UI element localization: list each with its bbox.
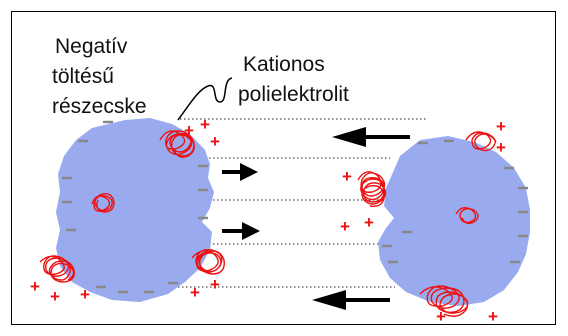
plus-charge: + [50, 287, 60, 306]
particle-label-line2: töltésű [52, 65, 114, 88]
arrow-right-lower [222, 222, 260, 240]
polymer-coil-right-left [357, 171, 387, 208]
plus-charges: + + + + + + + + + + + + + + + [30, 115, 506, 326]
plus-charge: + [496, 117, 506, 136]
plus-charge: + [30, 277, 40, 296]
polymer-label-line1: Kationos [243, 53, 325, 76]
arrow-left-lower [312, 290, 390, 310]
polymer-coil-right-top [465, 131, 497, 152]
arrows [222, 127, 410, 310]
plus-charge: + [342, 167, 352, 186]
arrow-left-upper [332, 127, 410, 147]
pointer-squiggle [177, 77, 233, 121]
plus-charge: + [364, 213, 374, 232]
polymer-label-line2: polielektrolit [238, 83, 349, 106]
particle-label-line1: Negatív [55, 35, 128, 58]
right-particle [378, 136, 530, 306]
plus-charge: + [210, 132, 220, 151]
left-minus-charges [62, 120, 208, 294]
polymer-coil-left-center [91, 192, 115, 213]
plus-charge: + [496, 138, 506, 157]
polymer-coil-right-center [455, 207, 479, 225]
polymer-coils [39, 130, 497, 317]
right-minus-charges [382, 139, 528, 264]
polymer-coil-left-top [159, 130, 195, 158]
plus-charge: + [210, 275, 220, 294]
polymer-coil-left-bottom-right [191, 249, 225, 275]
particle-label-line3: részecske [52, 95, 147, 118]
polymer-coil-right-bottom [419, 285, 469, 317]
polymer-coil-left-bottom-left [39, 255, 75, 283]
left-particle [56, 118, 214, 302]
plus-charge: + [436, 307, 446, 326]
plus-charge: + [80, 285, 90, 304]
plus-charge: + [190, 283, 200, 302]
plus-charge: + [200, 115, 210, 134]
plus-charge: + [488, 307, 498, 326]
diagram-frame [11, 11, 556, 325]
arrow-right-upper [222, 163, 258, 181]
plus-charge: + [184, 121, 194, 140]
plus-charge: + [340, 217, 350, 236]
dotted-guide-lines [178, 118, 428, 288]
